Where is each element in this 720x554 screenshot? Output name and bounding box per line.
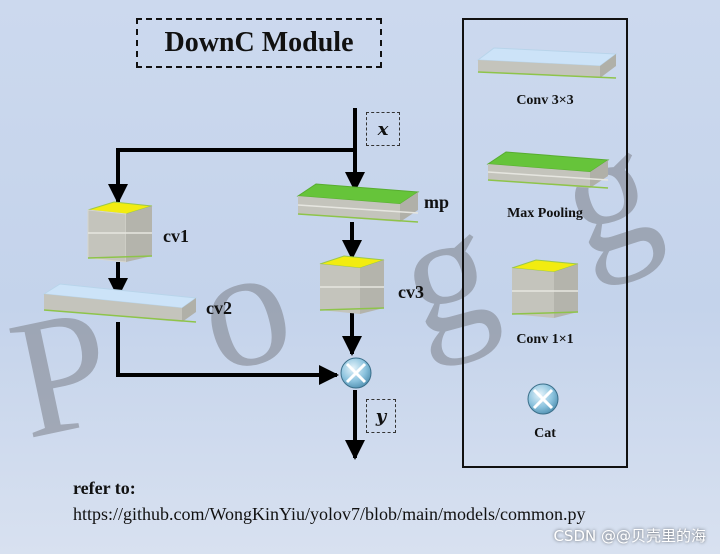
legend-conv1x1-icon (511, 259, 579, 318)
mp-label: mp (424, 192, 450, 212)
legend-conv3x3-label: Conv 3×3 (516, 93, 574, 108)
legend-cat-label: Cat (534, 426, 556, 441)
legend-conv1x1-label: Conv 1×1 (516, 332, 574, 347)
cv2-label: cv2 (206, 298, 232, 318)
mp-block (296, 183, 420, 223)
legend-maxpool-label: Max Pooling (507, 206, 583, 221)
arrow-x-to-cv1 (108, 148, 355, 204)
svg-text:o: o (178, 206, 309, 410)
cv1-label: cv1 (163, 226, 189, 246)
arrow-cv2-to-cat (116, 322, 339, 385)
page-title: DownC Module (136, 18, 382, 68)
cv3-block (319, 255, 385, 314)
cat-node (340, 357, 372, 389)
cv3-label: cv3 (398, 282, 424, 302)
input-x-label: x (366, 112, 400, 146)
cv1-block (87, 201, 153, 263)
cv2-block (42, 283, 198, 323)
legend-panel (462, 18, 628, 468)
legend-maxpool-icon (486, 151, 610, 189)
reference-link[interactable]: https://github.com/WongKinYiu/yolov7/blo… (73, 504, 586, 524)
output-y-label: y (366, 399, 396, 433)
connectors (108, 108, 365, 460)
legend-conv3x3-icon (476, 47, 618, 79)
legend-cat-icon (527, 383, 559, 415)
credit-watermark: CSDN @@贝壳里的海 (553, 527, 706, 545)
reference-heading: refer to: (73, 478, 136, 498)
